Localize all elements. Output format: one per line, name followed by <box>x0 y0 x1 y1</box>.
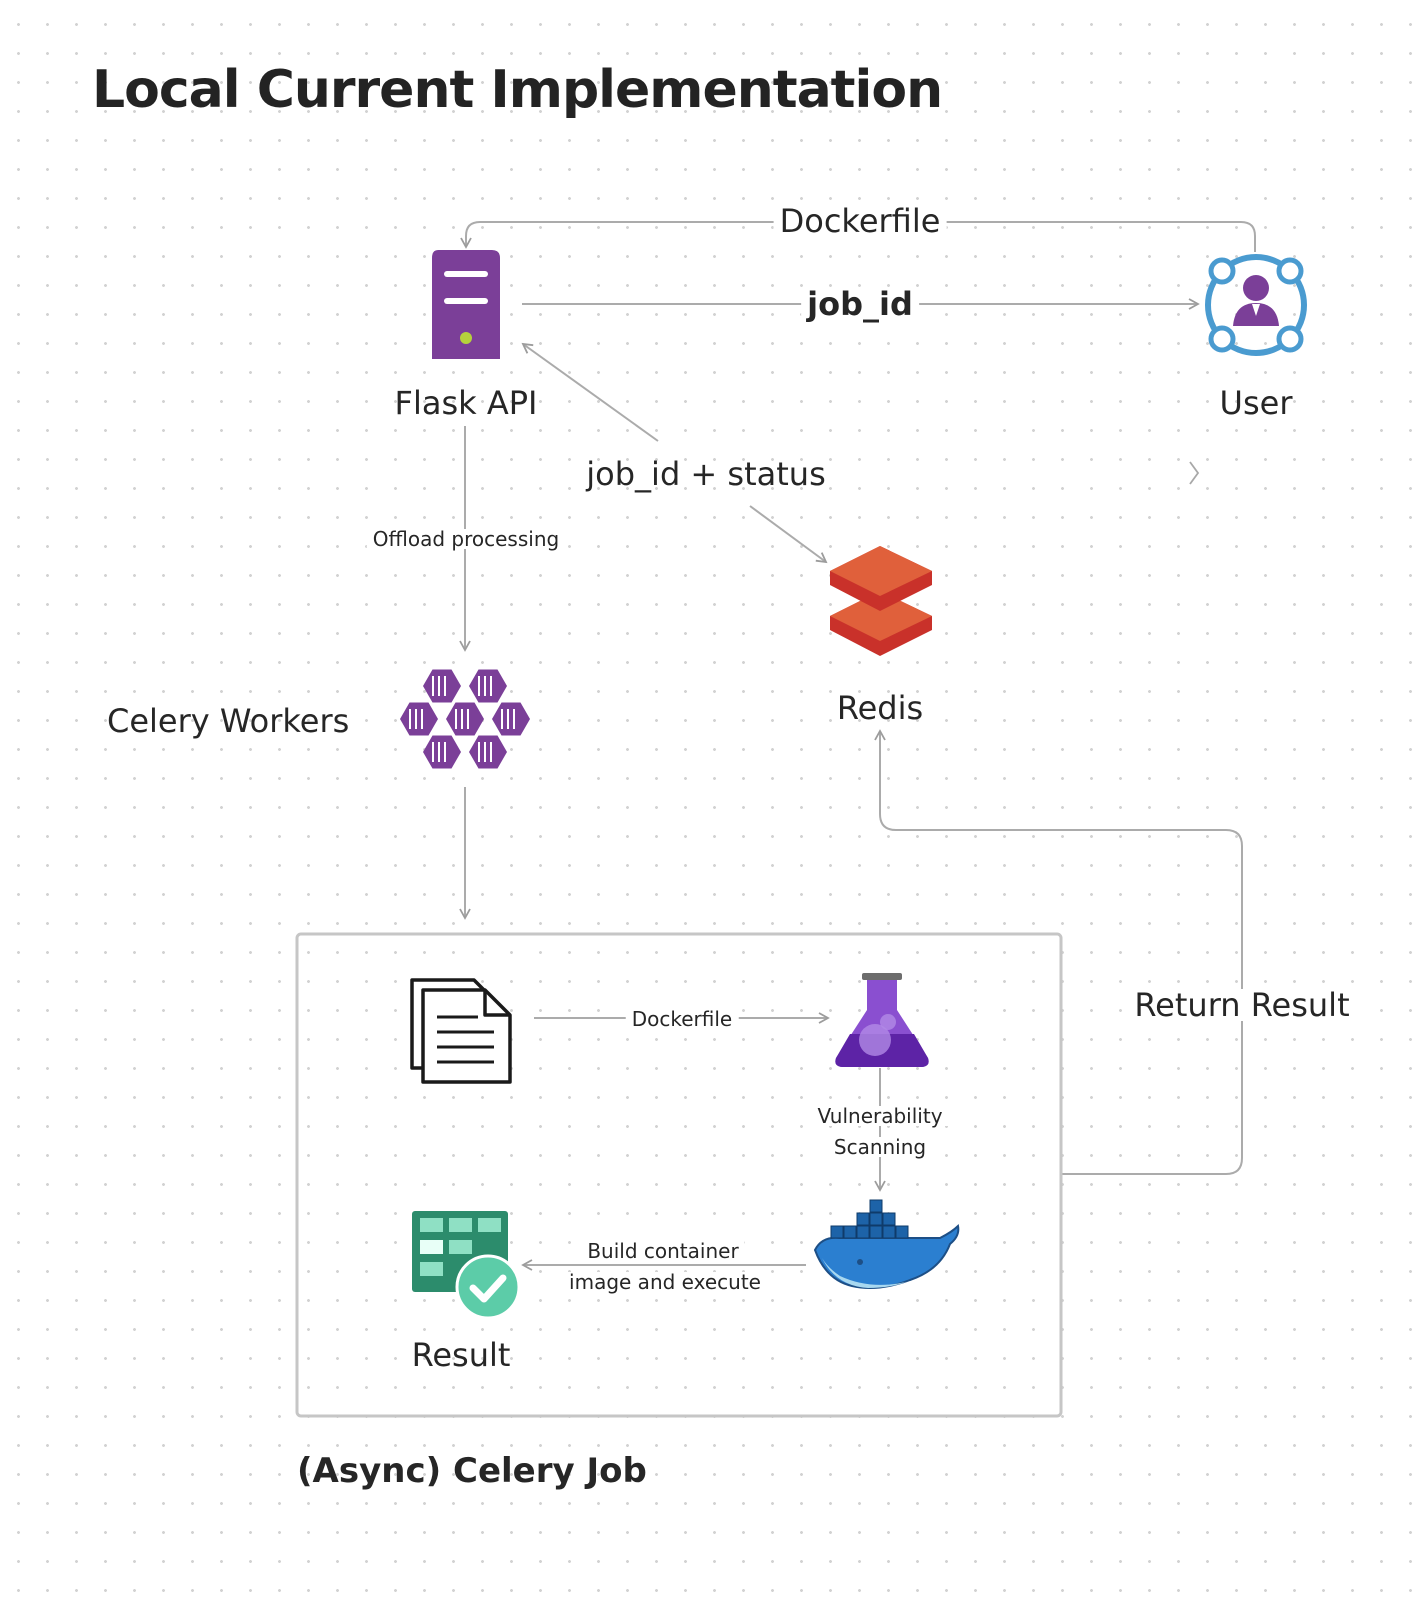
celery-job-group <box>295 932 1063 1418</box>
edge-job-id-status-to-flask[interactable] <box>521 342 659 442</box>
worker-container-shape <box>469 735 507 769</box>
diagram-title: Local Current Implementation <box>92 60 943 120</box>
docker-container-box <box>895 1225 909 1239</box>
edge-label-dockerfile-inner: Dockerfile <box>625 1009 739 1029</box>
node-label-result: Result <box>411 1336 511 1374</box>
edge-label-return-result: Return Result <box>1128 989 1356 1021</box>
edge-label-job-id-status: job_id + status <box>586 455 826 493</box>
edge-job-id-status-to-redis[interactable] <box>749 505 828 564</box>
edge-label-scan-line1: Vulnerability <box>811 1106 949 1126</box>
docker-container-box <box>856 1212 870 1226</box>
docker-container-box <box>856 1225 870 1239</box>
worker-container-shape <box>423 735 461 769</box>
group-title-celery-job: (Async) Celery Job <box>297 1451 647 1491</box>
server-icon <box>432 250 500 359</box>
worker-container-shape <box>423 669 461 703</box>
user-icon <box>1205 254 1307 356</box>
result-table-icon <box>412 1211 521 1320</box>
edge-label-offload: Offload processing <box>366 529 566 549</box>
edge-label-build-line2: image and execute <box>563 1272 767 1292</box>
document-icon <box>410 978 512 1084</box>
celery-workers-icon <box>400 669 530 769</box>
docker-container-box <box>869 1212 883 1226</box>
stray-chevron-icon <box>1189 461 1200 485</box>
edge-label-scan-line2: Scanning <box>827 1137 933 1157</box>
docker-container-box <box>843 1225 857 1239</box>
worker-container-shape <box>469 669 507 703</box>
edge-return-result[interactable] <box>874 729 1243 1175</box>
worker-container-shape <box>492 702 530 736</box>
edge-label-job-id: job_id <box>801 288 919 320</box>
docker-container-box <box>869 1199 883 1213</box>
edge-label-build-line1: Build container <box>581 1241 745 1261</box>
docker-container-box <box>882 1212 896 1226</box>
redis-icon <box>830 546 932 656</box>
docker-container-box <box>869 1225 883 1239</box>
docker-container-box <box>882 1225 896 1239</box>
node-label-user: User <box>1219 384 1293 422</box>
edge-label-dockerfile-top: Dockerfile <box>773 205 947 237</box>
node-label-redis: Redis <box>836 689 924 727</box>
node-label-flask-api: Flask API <box>394 384 538 422</box>
worker-container-shape <box>400 702 438 736</box>
docker-container-box <box>830 1225 844 1239</box>
node-label-celery-workers: Celery Workers <box>107 702 350 740</box>
flask-icon <box>835 973 929 1067</box>
docker-icon <box>813 1199 960 1289</box>
worker-container-shape <box>446 702 484 736</box>
